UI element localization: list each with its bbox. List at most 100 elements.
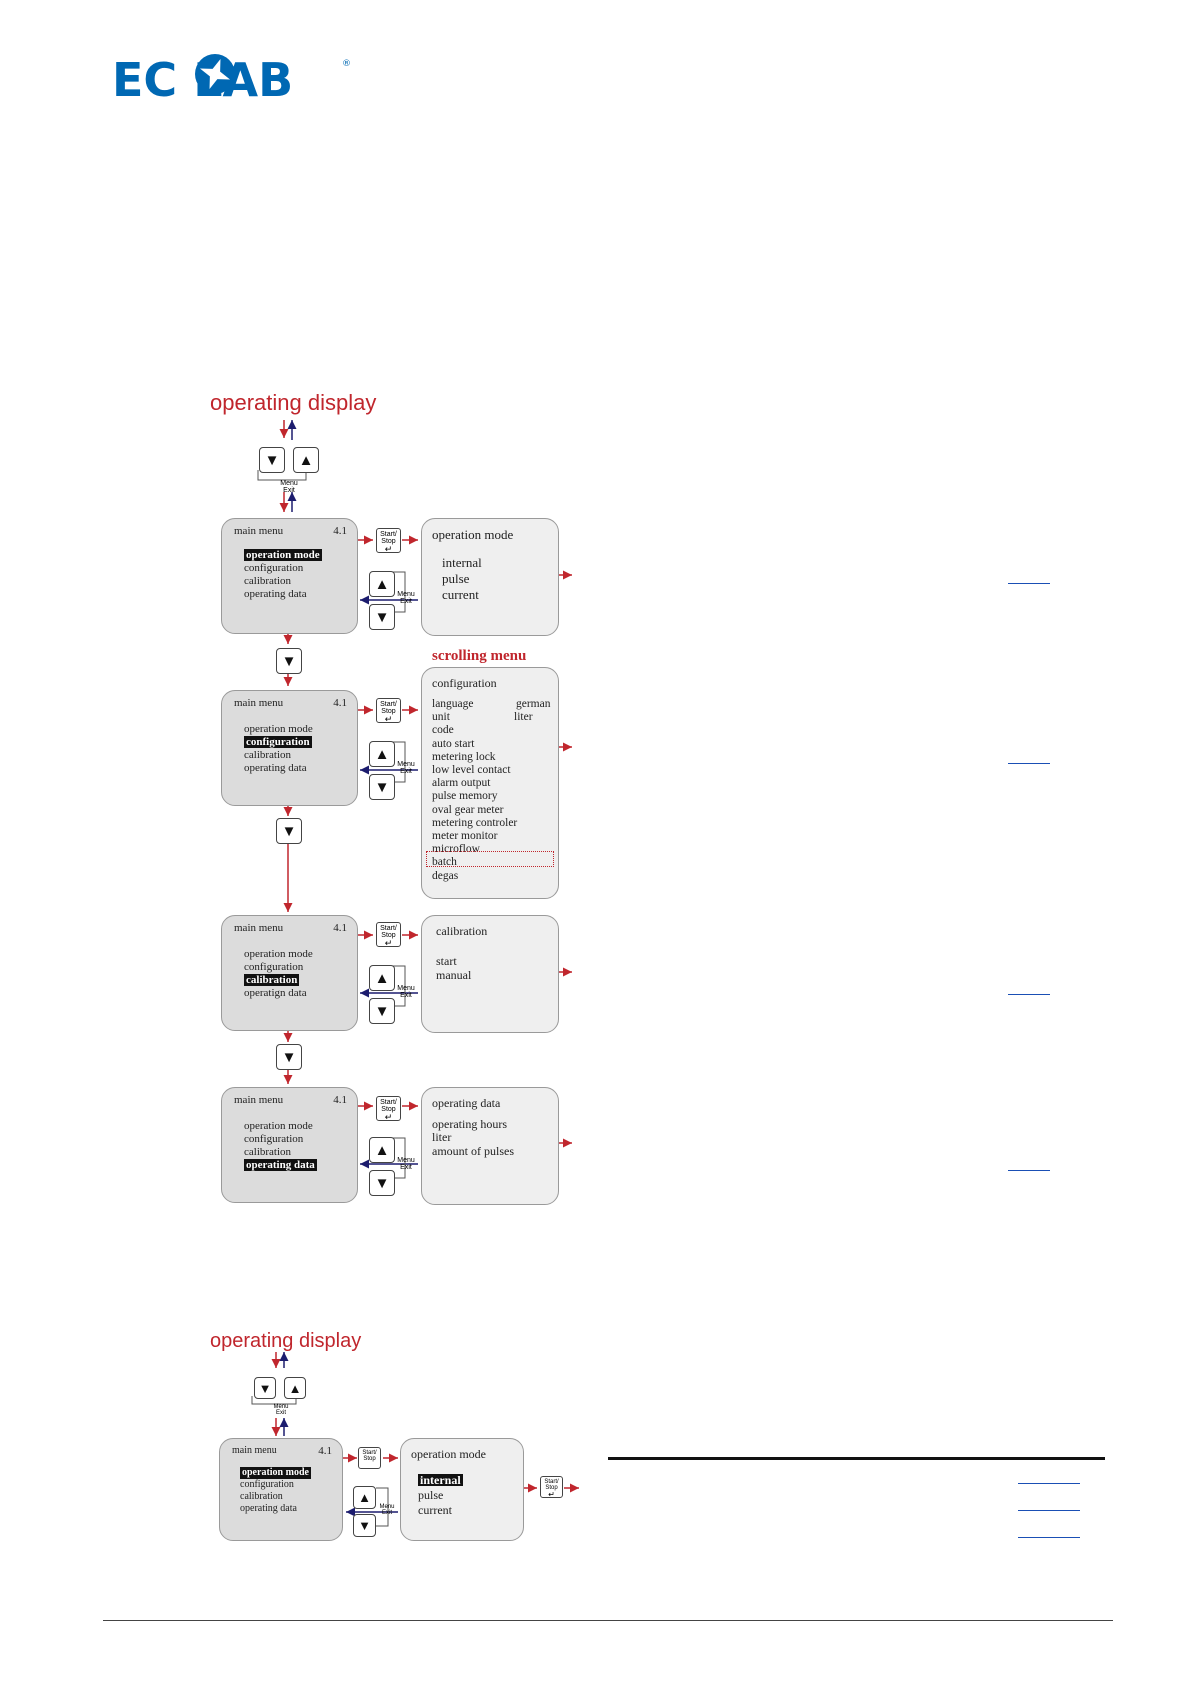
config-row[interactable]: microflow xyxy=(432,843,554,856)
down-button[interactable]: ▼ xyxy=(276,818,302,844)
down-button[interactable]: ▼ xyxy=(276,1044,302,1070)
up-button[interactable]: ▲ xyxy=(369,965,395,991)
link-underline[interactable] xyxy=(1008,583,1050,584)
start-stop-button[interactable]: Start/Stop xyxy=(358,1447,381,1469)
section1-title: operating display xyxy=(210,390,377,415)
menu-item-calibration[interactable]: calibration xyxy=(240,1491,283,1502)
menu-item-calibration[interactable]: calibration xyxy=(244,974,300,986)
menu-item-operating-data[interactable]: operating data xyxy=(244,762,307,774)
menu-item-configuration[interactable]: configuration xyxy=(244,562,304,574)
config-row[interactable]: auto start xyxy=(432,738,554,751)
triangle-down-icon: ▼ xyxy=(374,1174,390,1192)
config-row[interactable]: pulse memory xyxy=(432,790,554,803)
up-button[interactable]: ▲ xyxy=(353,1486,376,1509)
config-row-label: batch xyxy=(432,856,457,869)
option-internal[interactable]: internal xyxy=(442,555,482,570)
main-menu-list: operation mode configuration calibration… xyxy=(244,723,313,775)
config-row[interactable]: degas xyxy=(432,870,554,883)
main-menu-screen-4: main menu 4.1 operation mode configurati… xyxy=(221,1087,358,1203)
link-underline[interactable] xyxy=(1008,994,1050,995)
up-button[interactable]: ▲ xyxy=(293,447,319,473)
triangle-down-icon: ▼ xyxy=(281,652,297,670)
table-rule xyxy=(608,1457,1105,1460)
config-row[interactable]: code xyxy=(432,724,554,737)
config-row-label: microflow xyxy=(432,843,480,856)
footer-rule xyxy=(103,1620,1113,1621)
config-row[interactable]: low level contact xyxy=(432,764,554,777)
enter-icon: ↵ xyxy=(548,1490,555,1499)
link-underline[interactable] xyxy=(1018,1483,1080,1484)
config-row[interactable]: batch xyxy=(432,856,554,869)
menu-item-configuration[interactable]: configuration xyxy=(240,1479,294,1490)
down-button[interactable]: ▼ xyxy=(369,604,395,630)
menu-item-operation-mode[interactable]: operation mode xyxy=(244,1120,313,1132)
menu-item-operation-mode[interactable]: operation mode xyxy=(244,723,313,735)
start-stop-button[interactable]: Start/Stop↵ xyxy=(376,698,401,724)
config-row[interactable]: metering lock xyxy=(432,751,554,764)
down-button[interactable]: ▼ xyxy=(353,1514,376,1537)
config-row[interactable]: alarm output xyxy=(432,777,554,790)
option-pulse[interactable]: pulse xyxy=(418,1488,444,1502)
down-button[interactable]: ▼ xyxy=(369,774,395,800)
enter-icon: ↵ xyxy=(384,544,393,554)
triangle-down-icon: ▼ xyxy=(264,451,280,469)
link-underline[interactable] xyxy=(1008,763,1050,764)
triangle-up-icon: ▲ xyxy=(374,1141,390,1159)
menu-item-operating-data[interactable]: operating data xyxy=(244,1159,317,1171)
up-button[interactable]: ▲ xyxy=(284,1377,306,1399)
option-manual[interactable]: manual xyxy=(436,968,472,982)
link-underline[interactable] xyxy=(1008,1170,1050,1171)
config-row[interactable]: meter monitor xyxy=(432,830,554,843)
config-row[interactable]: oval gear meter xyxy=(432,804,554,817)
menu-item-operation-mode[interactable]: operation mode xyxy=(244,549,322,561)
operation-mode-screen: operation mode internal pulse current xyxy=(421,518,559,636)
menu-item-calibration[interactable]: calibration xyxy=(244,1146,292,1158)
start-stop-button[interactable]: Start/Stop↵ xyxy=(376,528,401,554)
menu-item-configuration[interactable]: configuration xyxy=(244,961,304,973)
down-button[interactable]: ▼ xyxy=(369,998,395,1024)
down-button[interactable]: ▼ xyxy=(369,1170,395,1196)
option-current[interactable]: current xyxy=(418,1503,452,1517)
option-amount-of-pulses[interactable]: amount of pulses xyxy=(432,1144,514,1158)
operation-mode-screen-s2: operation mode internal pulse current xyxy=(400,1438,524,1541)
link-underline[interactable] xyxy=(1018,1537,1080,1538)
config-row[interactable]: metering controler xyxy=(432,817,554,830)
config-row-label: alarm output xyxy=(432,777,491,790)
option-internal[interactable]: internal xyxy=(418,1473,463,1487)
start-stop-button[interactable]: Start/Stop↵ xyxy=(540,1476,563,1499)
main-menu-list: operation mode configuration calibration… xyxy=(244,948,313,1000)
up-button[interactable]: ▲ xyxy=(369,741,395,767)
option-current[interactable]: current xyxy=(442,587,479,602)
menu-item-configuration[interactable]: configuration xyxy=(244,736,312,748)
link-underline[interactable] xyxy=(1018,1510,1080,1511)
start-stop-button[interactable]: Start/Stop↵ xyxy=(376,922,401,948)
menu-item-operating-data[interactable]: operating data xyxy=(244,588,307,600)
menu-item-operating-data[interactable]: operatign data xyxy=(244,987,307,999)
down-button[interactable]: ▼ xyxy=(259,447,285,473)
option-pulse[interactable]: pulse xyxy=(442,571,470,586)
start-stop-button[interactable]: Start/Stop↵ xyxy=(376,1096,401,1122)
menu-item-calibration[interactable]: calibration xyxy=(244,749,292,761)
down-button[interactable]: ▼ xyxy=(276,648,302,674)
menu-item-operation-mode[interactable]: operation mode xyxy=(240,1467,311,1479)
operating-data-list: operating hours liter amount of pulses xyxy=(432,1118,514,1158)
option-operating-hours[interactable]: operating hours xyxy=(432,1117,507,1131)
menu-item-calibration[interactable]: calibration xyxy=(244,575,292,587)
option-liter[interactable]: liter xyxy=(432,1130,452,1144)
config-row-label: unit xyxy=(432,711,450,724)
config-row-label: metering controler xyxy=(432,816,518,829)
svg-text:®: ® xyxy=(342,59,351,69)
menu-item-operating-data[interactable]: operating data xyxy=(240,1503,297,1514)
down-button[interactable]: ▼ xyxy=(254,1377,276,1399)
option-start[interactable]: start xyxy=(436,954,457,968)
triangle-up-icon: ▲ xyxy=(374,575,390,593)
menu-item-configuration[interactable]: configuration xyxy=(244,1133,304,1145)
up-button[interactable]: ▲ xyxy=(369,1137,395,1163)
menu-item-operation-mode[interactable]: operation mode xyxy=(244,948,313,960)
up-button[interactable]: ▲ xyxy=(369,571,395,597)
